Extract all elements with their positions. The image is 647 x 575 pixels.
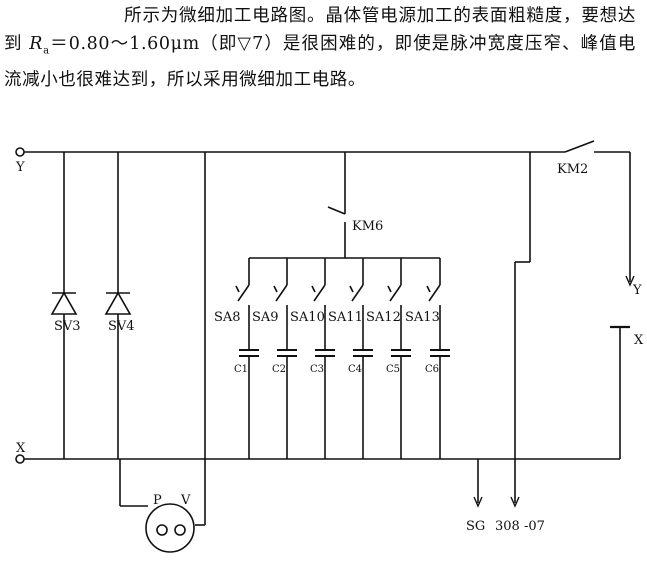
km6-branch	[327, 152, 346, 258]
label-x-right: X	[634, 333, 644, 348]
switch-sa11	[351, 284, 364, 302]
label-meter-v: V	[180, 493, 191, 508]
label-c2: C2	[272, 364, 286, 375]
label-sa9: SA9	[252, 310, 279, 325]
label-sa8: SA8	[214, 310, 241, 325]
switch-sa9	[275, 284, 288, 302]
diode-sv3	[50, 152, 78, 459]
switch-tick-1	[235, 285, 240, 293]
switch-tick-2	[273, 285, 278, 293]
diode-sv4	[104, 152, 132, 459]
ra-subscript: a	[43, 45, 50, 57]
label-sg: SG	[466, 519, 485, 534]
label-y-right: Y	[632, 283, 642, 298]
label-y-left: Y	[15, 160, 25, 175]
km6-switch	[327, 206, 346, 215]
label-c4: C4	[348, 364, 362, 375]
km2-switch	[564, 140, 595, 153]
switch-sa12	[389, 284, 402, 302]
meter-branch	[119, 152, 206, 553]
description-text-a: 所示为微细加工电路图。晶体管电源加工的表面粗糙度，要想达到	[4, 6, 636, 54]
meter-circle	[145, 503, 195, 553]
label-km2: KM2	[557, 162, 588, 177]
switch-sa13	[428, 284, 441, 302]
output-arrow-sg	[473, 496, 483, 508]
label-sa11: SA11	[328, 310, 363, 325]
label-sa13: SA13	[405, 310, 440, 325]
switch-sa10	[313, 284, 326, 302]
output-arrow-308	[510, 496, 520, 508]
switch-tick-5	[387, 285, 392, 293]
top-rail	[15, 140, 635, 287]
meter-terminal-v	[174, 524, 186, 536]
description-text-b: ＝0.80～1.60μm（即▽7）是很困难的，即使是脉冲宽度压窄、峰值电流减小也…	[4, 34, 637, 90]
label-c3: C3	[310, 364, 324, 375]
label-sv4: SV4	[108, 319, 135, 334]
bottom-rail	[15, 325, 630, 464]
switch-tick-4	[349, 285, 354, 293]
label-meter-p: P	[153, 493, 162, 508]
terminal-y-left	[15, 147, 25, 157]
switch-sa8	[237, 284, 250, 302]
right-branch	[473, 152, 531, 508]
ra-symbol: R	[29, 34, 44, 54]
label-sv3: SV3	[54, 319, 81, 334]
label-sa10: SA10	[290, 310, 325, 325]
label-sa12: SA12	[366, 310, 401, 325]
switch-tick-3	[311, 285, 316, 293]
output-arrow-y	[625, 275, 635, 287]
label-c1: C1	[234, 364, 248, 375]
label-c5: C5	[386, 364, 400, 375]
switch-tick-6	[426, 285, 431, 293]
terminal-x-left	[15, 454, 25, 464]
label-x-left: X	[16, 441, 26, 456]
label-km6: KM6	[352, 219, 383, 234]
meter-terminal-p	[156, 524, 168, 536]
label-c6: C6	[425, 364, 439, 375]
label-ref: 308 -07	[495, 519, 545, 534]
description-paragraph: 所示为微细加工电路图。晶体管电源加工的表面粗糙度，要想达到 Ra＝0.80～1.…	[4, 2, 636, 94]
